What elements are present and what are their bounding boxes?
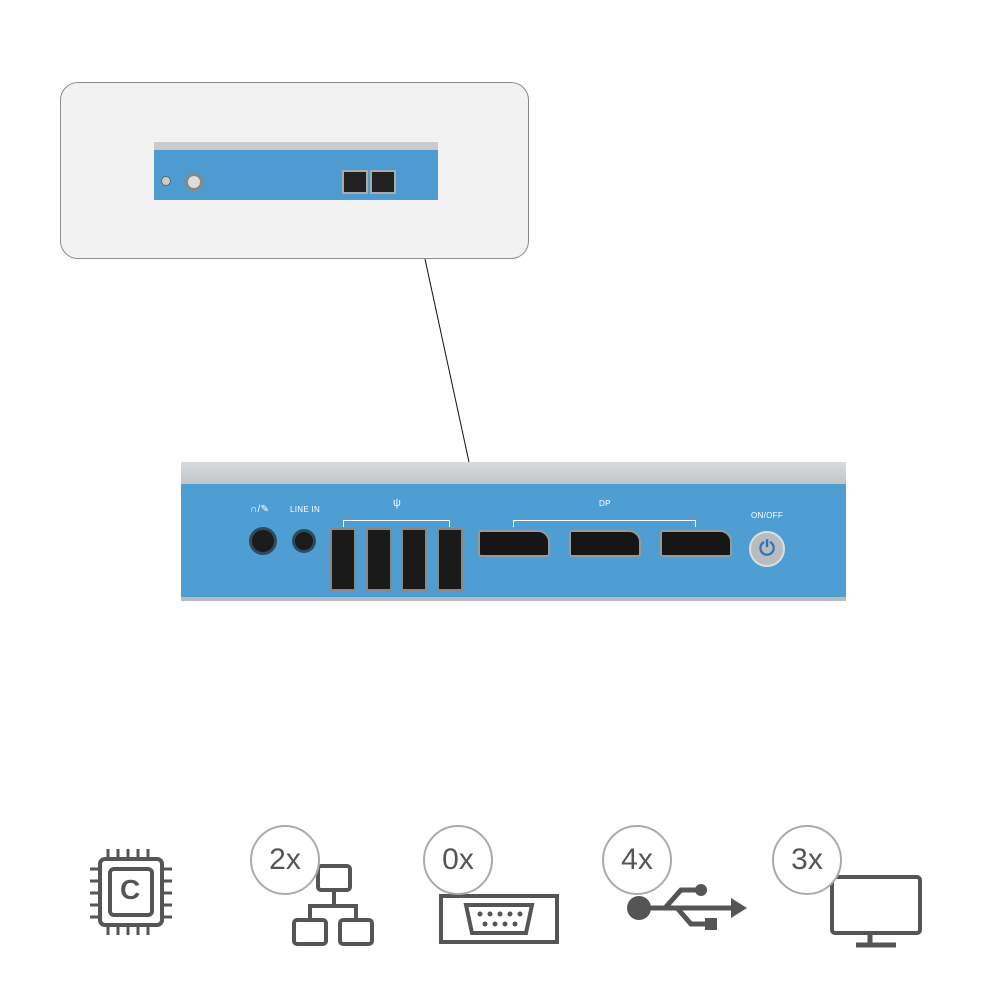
monitor-icon [830, 875, 922, 948]
usb-count-badge: 4x [602, 825, 672, 895]
lan-port-1 [342, 170, 368, 194]
audio-out-jack [249, 527, 277, 555]
cpu-icon [90, 849, 172, 935]
serial-port-icon [439, 894, 559, 944]
usb-port-1 [330, 528, 356, 591]
dp-port-3 [660, 530, 732, 557]
serial-count: 0x [442, 843, 474, 876]
ground-screw [161, 176, 171, 186]
usb-label: ψ [393, 497, 402, 509]
usb-bracket [343, 520, 450, 527]
power-icon: ⏻ [759, 537, 775, 560]
cpu-letter: C [120, 874, 141, 905]
power-button[interactable]: ⏻ [749, 531, 785, 567]
dp-port-1 [478, 530, 550, 557]
lan-port-2 [370, 170, 396, 194]
usb-port-2 [366, 528, 392, 591]
network-icon [292, 864, 374, 946]
usb-count: 4x [621, 843, 653, 876]
chassis-bottom [181, 597, 846, 601]
dp-bracket [513, 520, 696, 527]
dc-jack [185, 173, 203, 191]
lan-count-badge: 2x [250, 825, 320, 895]
display-count: 3x [791, 843, 823, 876]
audio-out-label: ∩/✎ [250, 504, 270, 515]
usb-icon [627, 884, 747, 930]
display-count-badge: 3x [772, 825, 842, 895]
usb-port-3 [401, 528, 427, 591]
usb-port-4 [437, 528, 463, 591]
serial-count-badge: 0x [423, 825, 493, 895]
dp-port-2 [569, 530, 641, 557]
chassis-top [154, 142, 438, 150]
power-label: ON/OFF [751, 511, 784, 520]
lan-count: 2x [269, 843, 301, 876]
chassis-top [181, 462, 846, 484]
line-in-label: LINE IN [290, 505, 321, 514]
dp-label: DP [599, 499, 611, 508]
line-in-jack [292, 529, 316, 553]
